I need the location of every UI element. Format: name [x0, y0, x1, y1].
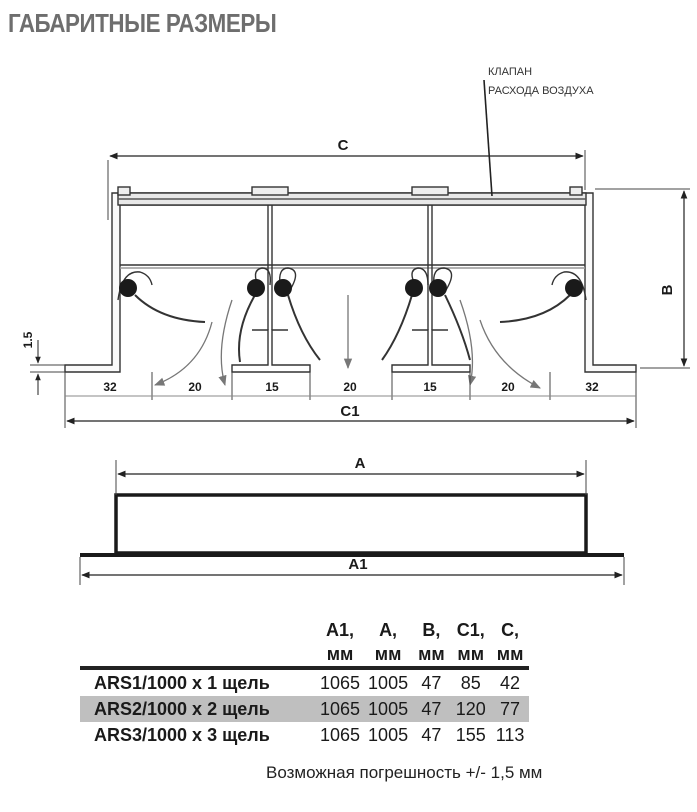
dimension-a: A: [115, 455, 587, 495]
table-header-row: A1,мм A,мм B,мм C1,мм C,мм: [80, 618, 529, 668]
segment-label: 15: [265, 380, 279, 394]
grille-cross-section: [64, 186, 637, 373]
segment-label: 15: [423, 380, 437, 394]
table-cell-c: 77: [490, 696, 530, 722]
table-header-c1: C1,мм: [456, 620, 485, 664]
dimension-lip: 1.5: [21, 331, 65, 395]
table-header-a: A,мм: [374, 620, 402, 664]
dimension-c-label: C: [338, 137, 349, 154]
dimension-c1-label: C1: [340, 403, 359, 420]
table-cell-a: 1005: [364, 666, 413, 696]
page-title: ГАБАРИТНЫЕ РАЗМЕРЫ: [8, 8, 277, 38]
valve-callout: КЛАПАН РАСХОДА ВОЗДУХА: [483, 66, 594, 197]
table-cell-model: ARS1/1000 x 1 щель: [80, 666, 316, 696]
dimension-a-label: A: [355, 455, 366, 472]
table-header-b: B,мм: [418, 620, 445, 664]
blade-pivots: [119, 279, 583, 297]
table-header-model: [80, 618, 316, 668]
table-cell-c: 42: [490, 666, 530, 696]
table-cell-b: 47: [412, 666, 451, 696]
dimension-c1: C1: [66, 403, 635, 425]
dimension-a1-label: A1: [348, 556, 367, 573]
valve-label-line2: РАСХОДА ВОЗДУХА: [488, 85, 594, 97]
table-row: ARS2/1000 x 2 щель 1065 1005 47 120 77: [80, 696, 530, 722]
dimension-lip-label: 1.5: [21, 331, 35, 348]
table-cell-c1: 120: [450, 696, 491, 722]
dimensions-table: A1,мм A,мм B,мм C1,мм C,мм ARS1/1000 x 1…: [80, 618, 530, 748]
table-cell-a1: 1065: [320, 725, 361, 745]
table-header-c: C,мм: [496, 620, 524, 664]
segment-label: 32: [103, 380, 117, 394]
table-row: ARS3/1000 x 3 щель 1065 1005 47 155 113: [80, 722, 529, 748]
table-cell-c1: 155: [455, 725, 486, 745]
dimension-b-label: B: [659, 284, 676, 295]
table-cell-model: ARS3/1000 x 3 щель: [94, 725, 270, 745]
airflow-arrows: [154, 295, 541, 389]
dimension-b: B: [595, 188, 690, 369]
table-cell-a1: 1065: [316, 666, 365, 696]
table-cell-c: 113: [495, 725, 525, 745]
table-row: ARS1/1000 x 1 щель 1065 1005 47 85 42: [80, 666, 530, 696]
table-cell-a1: 1065: [316, 696, 365, 722]
dimension-c: C: [107, 137, 586, 220]
segment-dimensions: [64, 372, 637, 428]
table-cell-model: ARS2/1000 x 2 щель: [80, 696, 316, 722]
table-header-a1: A1,мм: [326, 620, 355, 664]
table-cell-a: 1005: [368, 725, 409, 745]
segment-label: 20: [188, 380, 202, 394]
table-cell-c1: 85: [450, 666, 491, 696]
segment-label: 32: [585, 380, 599, 394]
segment-label: 20: [343, 380, 357, 394]
segment-label: 20: [501, 380, 515, 394]
valve-label-line1: КЛАПАН: [488, 66, 532, 78]
segment-labels: 32 20 15 20 15 20 32: [103, 380, 599, 394]
table-cell-b: 47: [412, 696, 451, 722]
table-cell-b: 47: [421, 725, 442, 745]
grille-plan-view: [80, 493, 624, 557]
tolerance-note: Возможная погрешность +/- 1,5 мм: [266, 763, 543, 782]
table-cell-a: 1005: [364, 696, 413, 722]
dimension-a1: A1: [79, 556, 625, 585]
